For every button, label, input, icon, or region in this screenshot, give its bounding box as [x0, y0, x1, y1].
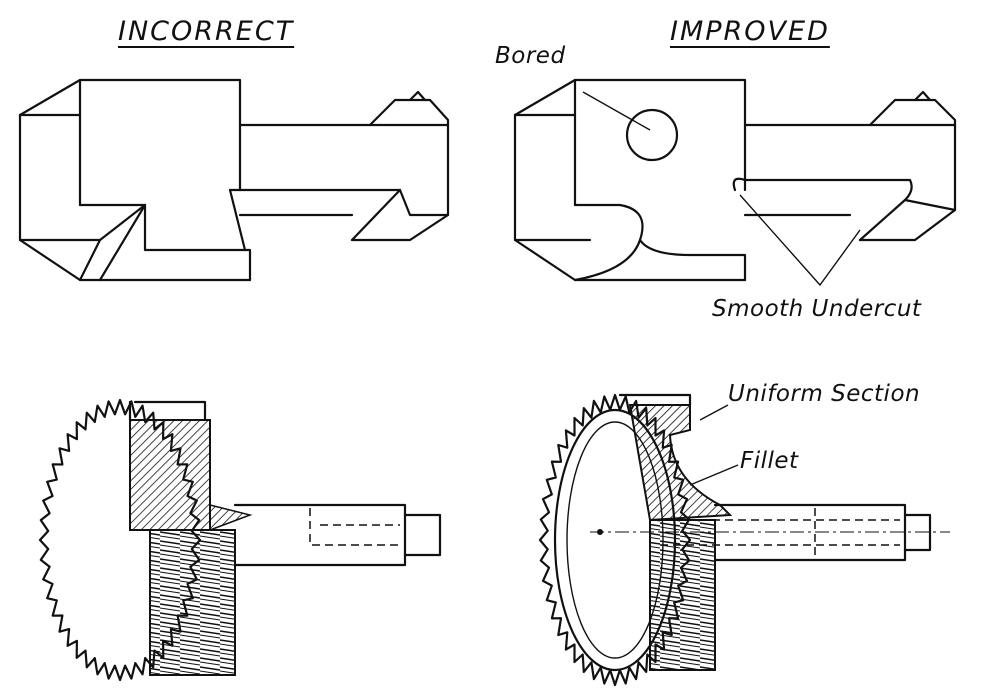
improved-heading: IMPROVED [670, 16, 830, 47]
incorrect-heading: INCORRECT [118, 16, 295, 47]
fillet-callout: Fillet [740, 448, 799, 474]
incorrect-block-drawing [18, 78, 450, 282]
smooth-undercut-callout: Smooth Undercut [712, 296, 922, 322]
improved-block-drawing [513, 78, 957, 287]
uniform-section-callout: Uniform Section [728, 381, 921, 407]
incorrect-gear-drawing [38, 398, 442, 682]
improved-gear-drawing [538, 393, 950, 687]
bored-callout: Bored [495, 43, 566, 69]
